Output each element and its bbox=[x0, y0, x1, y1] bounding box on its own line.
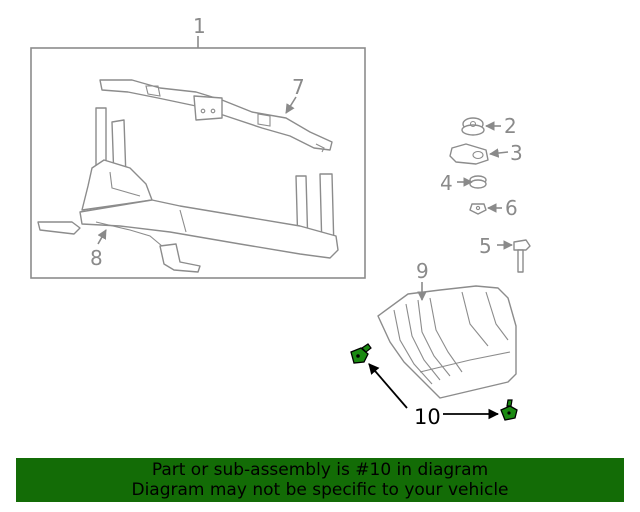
info-banner: Part or sub-assembly is #10 in diagram D… bbox=[16, 458, 624, 502]
callout-6: 6 bbox=[505, 196, 518, 220]
callout-1: 1 bbox=[193, 14, 206, 38]
radiator-support-frame bbox=[37, 107, 339, 273]
upper-tie-bar bbox=[99, 79, 333, 153]
callout-5: 5 bbox=[479, 234, 492, 258]
push-retainer-right bbox=[500, 399, 518, 421]
callout-3: 3 bbox=[510, 141, 523, 165]
callout-7: 7 bbox=[292, 75, 305, 99]
nut bbox=[469, 203, 487, 215]
air-deflector bbox=[377, 285, 517, 399]
banner-line-1: Part or sub-assembly is #10 in diagram bbox=[151, 460, 489, 480]
banner-line-2: Diagram may not be specific to your vehi… bbox=[131, 480, 509, 500]
callout-4: 4 bbox=[440, 171, 453, 195]
callout-9: 9 bbox=[416, 259, 429, 283]
push-retainer-left bbox=[350, 343, 372, 364]
grommet bbox=[461, 117, 485, 136]
callout-2: 2 bbox=[504, 114, 517, 138]
bolt bbox=[513, 239, 531, 273]
callout-8: 8 bbox=[90, 246, 103, 270]
leader-lines bbox=[97, 96, 513, 420]
callout-10: 10 bbox=[414, 405, 441, 429]
bracket bbox=[449, 143, 489, 165]
insulator bbox=[469, 175, 487, 189]
